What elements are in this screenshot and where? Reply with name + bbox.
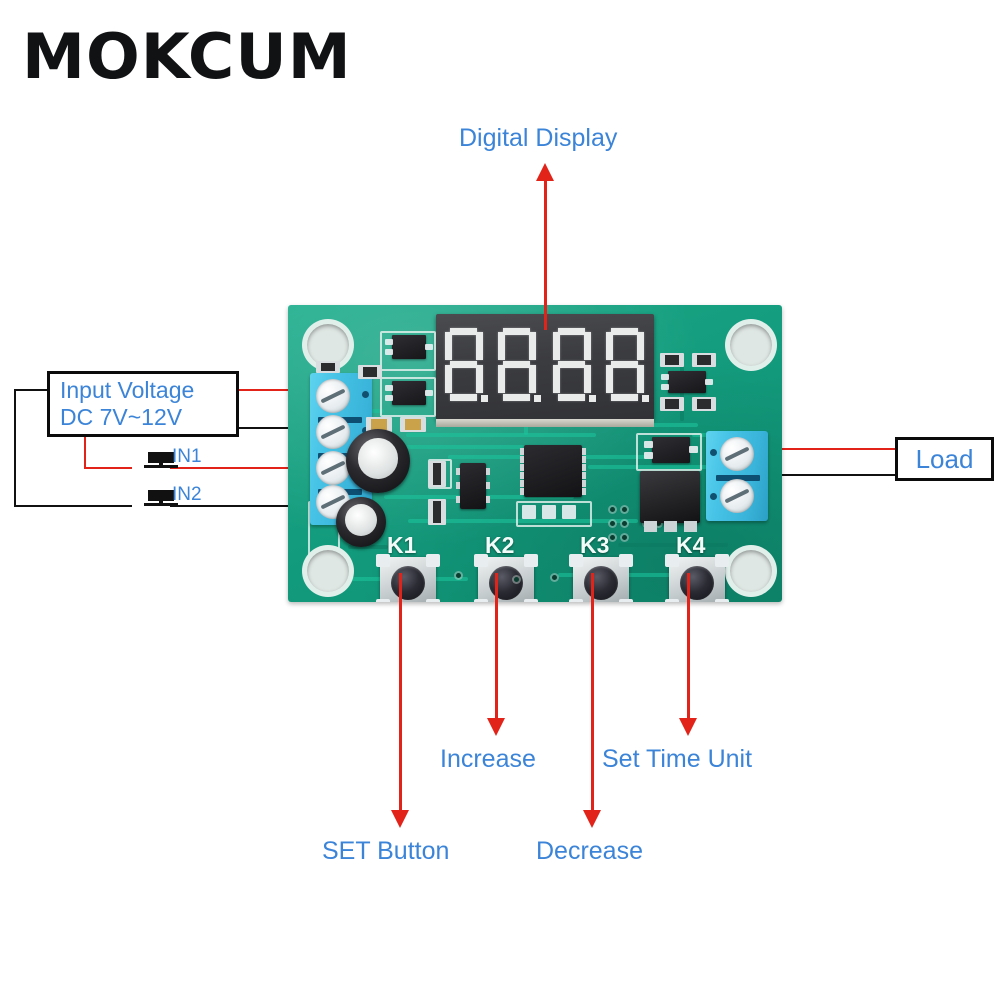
wire-in1-red-vertical bbox=[84, 426, 86, 469]
wire-load-black bbox=[756, 474, 896, 476]
load-callout-box: Load bbox=[895, 437, 994, 481]
mounting-hole-top-right bbox=[725, 319, 777, 371]
switch-symbol-in2 bbox=[132, 490, 190, 508]
button-k3[interactable] bbox=[569, 554, 633, 602]
label-decrease: Decrease bbox=[536, 837, 643, 865]
button-silkscreen-k1: K1 bbox=[387, 532, 417, 558]
transistor-sot23-4 bbox=[644, 437, 698, 463]
wire-vminus-black bbox=[239, 427, 316, 429]
smd-resistor-8 bbox=[428, 461, 446, 487]
smd-resistor-4 bbox=[660, 353, 684, 367]
wire-in2-black-right bbox=[170, 505, 316, 507]
load-label: Load bbox=[915, 444, 974, 474]
arrow-decrease bbox=[583, 573, 601, 828]
mounting-hole-bottom-left bbox=[302, 545, 354, 597]
switch-label-in2: IN2 bbox=[172, 484, 202, 505]
wire-in2-black-top bbox=[14, 389, 48, 391]
arrow-set-button bbox=[391, 573, 409, 828]
button-silkscreen-k2: K2 bbox=[485, 532, 515, 558]
arrow-digital-display bbox=[536, 163, 554, 330]
transistor-sot23-3 bbox=[661, 371, 713, 393]
pcb-board: K1 K2 K3 K4 bbox=[288, 305, 782, 602]
wire-in2-black-vertical bbox=[14, 389, 16, 505]
electrolytic-capacitor-1 bbox=[346, 429, 410, 493]
display-digit-2 bbox=[497, 328, 541, 402]
switch-symbol-in1 bbox=[132, 452, 190, 470]
wire-load-red bbox=[756, 448, 896, 450]
button-k4[interactable] bbox=[665, 554, 729, 602]
smd-resistor-1 bbox=[358, 365, 382, 379]
display-digit-1 bbox=[444, 328, 488, 402]
smd-diode-1 bbox=[316, 361, 340, 373]
load-terminal-block[interactable] bbox=[706, 431, 768, 521]
wire-in1-red-left bbox=[84, 467, 132, 469]
seven-segment-display bbox=[436, 314, 654, 427]
wire-vplus-red bbox=[239, 389, 316, 391]
program-pad-1 bbox=[522, 505, 536, 519]
label-digital-display: Digital Display bbox=[459, 124, 618, 152]
input-voltage-callout-box: Input Voltage DC 7V~12V bbox=[47, 371, 239, 437]
smd-resistor-5 bbox=[692, 353, 716, 367]
wire-in1-red-right bbox=[170, 467, 316, 469]
display-digit-3 bbox=[552, 328, 596, 402]
arrow-increase bbox=[487, 573, 505, 736]
label-set-button: SET Button bbox=[322, 837, 450, 865]
smd-resistor-9 bbox=[428, 499, 446, 525]
voltage-regulator-ic bbox=[456, 463, 490, 509]
microcontroller-ic bbox=[520, 445, 586, 497]
mounting-hole-bottom-right bbox=[725, 545, 777, 597]
smd-resistor-3 bbox=[400, 417, 426, 432]
smd-resistor-7 bbox=[692, 397, 716, 411]
button-silkscreen-k4: K4 bbox=[676, 532, 706, 558]
wire-in2-black-left bbox=[14, 505, 132, 507]
smd-resistor-2 bbox=[366, 417, 392, 432]
brand-logo: MOKCUM bbox=[22, 20, 352, 93]
button-k1[interactable] bbox=[376, 554, 440, 602]
power-mosfet bbox=[640, 471, 700, 532]
switch-label-in1: IN1 bbox=[172, 446, 202, 467]
input-voltage-line1: Input Voltage bbox=[60, 377, 195, 403]
electrolytic-capacitor-2 bbox=[336, 497, 386, 547]
program-pad-2 bbox=[542, 505, 556, 519]
transistor-sot23-2 bbox=[385, 381, 433, 405]
display-digit-4 bbox=[605, 328, 649, 402]
input-voltage-line2: DC 7V~12V bbox=[60, 404, 183, 430]
arrow-set-time-unit bbox=[679, 573, 697, 736]
button-silkscreen-k3: K3 bbox=[580, 532, 610, 558]
label-set-time-unit: Set Time Unit bbox=[602, 745, 753, 773]
transistor-sot23-1 bbox=[385, 335, 433, 359]
smd-resistor-6 bbox=[660, 397, 684, 411]
label-increase: Increase bbox=[440, 745, 536, 773]
program-pad-3 bbox=[562, 505, 576, 519]
